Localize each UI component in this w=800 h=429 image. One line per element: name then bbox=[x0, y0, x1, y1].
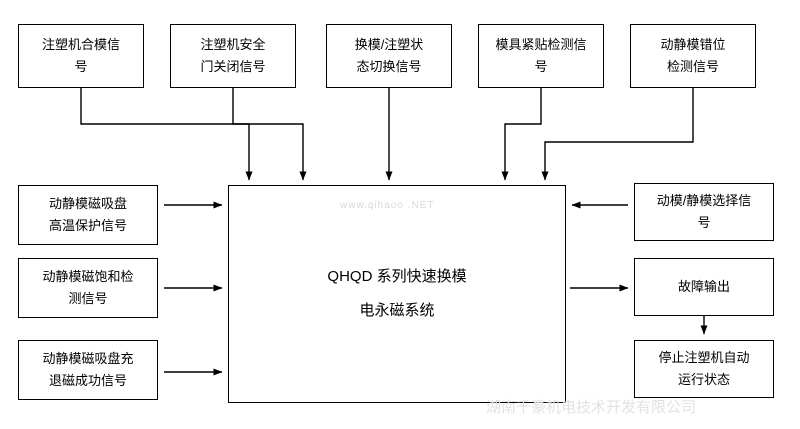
block-injection-safety-door-signal: 注塑机安全 门关闭信号 bbox=[170, 24, 296, 88]
block-mold-change-state-switch-signal: 换模/注塑状 态切换信号 bbox=[326, 24, 452, 88]
block-mold-misalignment-detect-signal: 动静模错位 检测信号 bbox=[630, 24, 756, 88]
watermark-company: 湖南千豪机电技术开发有限公司 bbox=[486, 399, 697, 416]
block-qhqd-system: QHQD 系列快速换模 电永磁系统 bbox=[228, 185, 566, 403]
block-magnet-high-temp-protect-signal: 动静模磁吸盘 高温保护信号 bbox=[18, 185, 158, 245]
block-magnet-saturation-detect-signal: 动静模磁饱和检 测信号 bbox=[18, 258, 158, 318]
block-moving-static-mold-select-signal: 动模/静模选择信 号 bbox=[634, 183, 774, 241]
block-injection-mold-clamp-signal: 注塑机合模信 号 bbox=[18, 24, 144, 88]
block-mold-contact-detect-signal: 模具紧贴检测信 号 bbox=[478, 24, 604, 88]
block-magnetize-demagnetize-success-signal: 动静模磁吸盘充 退磁成功信号 bbox=[18, 340, 158, 400]
block-fault-output: 故障输出 bbox=[634, 258, 774, 316]
watermark-url: www.qihaoo .NET bbox=[340, 200, 435, 211]
block-stop-injection-auto-run: 停止注塑机自动 运行状态 bbox=[634, 340, 774, 398]
